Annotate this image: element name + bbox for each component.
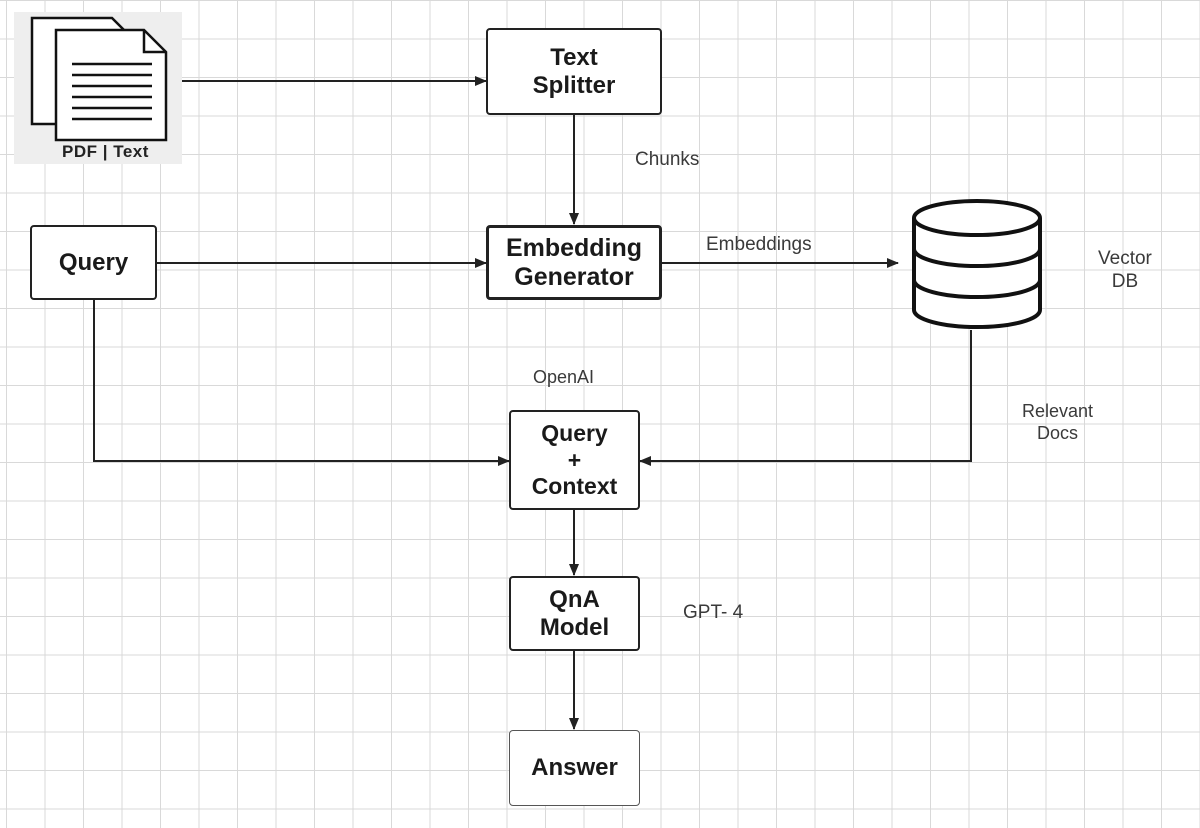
relevant-docs-label: Relevant Docs	[1022, 401, 1094, 443]
documents-caption: PDF | Text	[62, 142, 149, 161]
text-splitter-node[interactable]: Text Splitter	[486, 28, 662, 115]
edge-query-to-query-context	[93, 300, 510, 466]
database-icon	[912, 199, 1042, 329]
chunks-label: Chunks	[635, 149, 700, 170]
query-node[interactable]: Query	[30, 225, 157, 300]
documents-icon	[30, 16, 168, 142]
vector-db-label: Vector DB	[1098, 248, 1152, 292]
openai-label: OpenAI	[533, 367, 595, 387]
embeddings-label: Embeddings	[706, 234, 812, 255]
embedding-generator-node[interactable]: Embedding Generator	[486, 225, 662, 300]
edge-vector-db-to-query-context	[639, 330, 972, 466]
gpt4-label: GPT- 4	[683, 602, 744, 623]
answer-node[interactable]: Answer	[509, 730, 640, 806]
qna-model-node[interactable]: QnA Model	[509, 576, 640, 651]
documents-tile	[14, 12, 182, 164]
query-context-node[interactable]: Query + Context	[509, 410, 640, 510]
